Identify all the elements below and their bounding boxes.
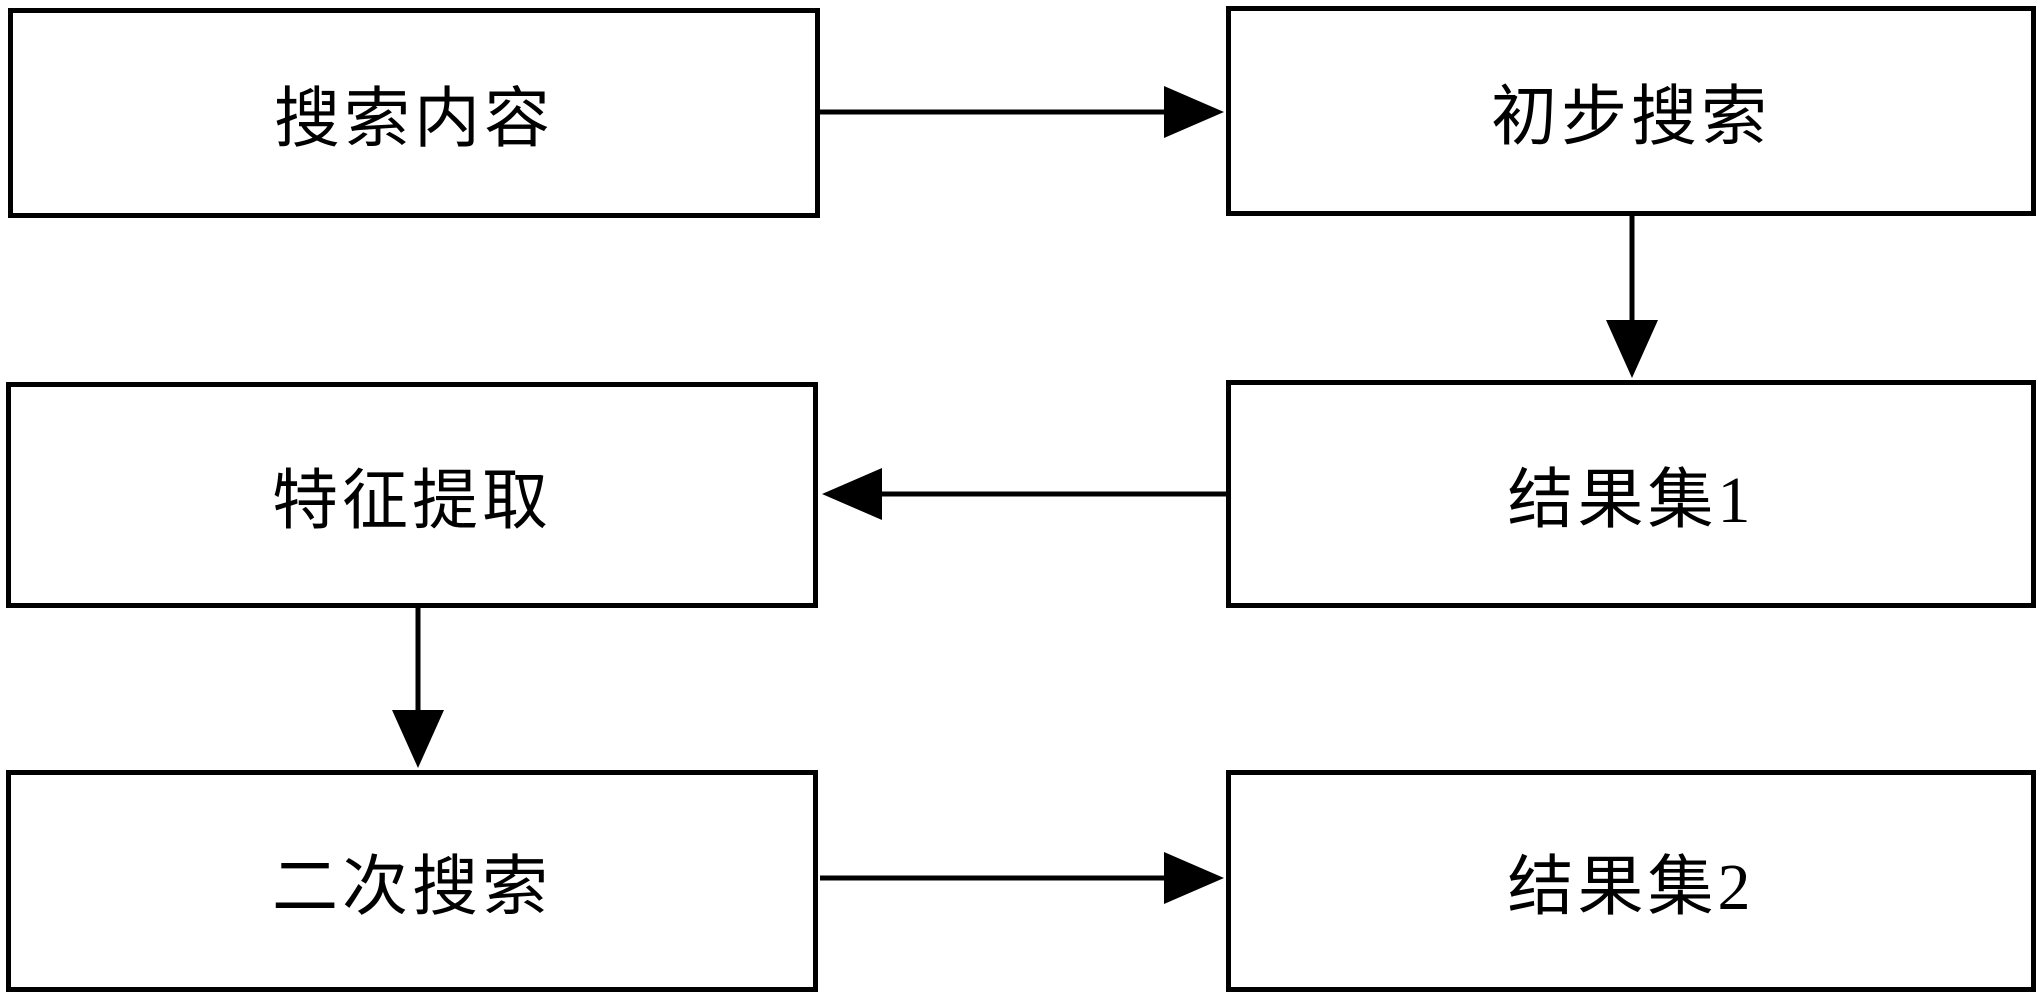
node-result-set-1-label: 结果集1 <box>1507 464 1755 537</box>
node-search-content-label: 搜索内容 <box>274 83 554 156</box>
node-preliminary-search-label: 初步搜索 <box>1491 81 1771 154</box>
arrow-preliminary-search-to-result-set-1 <box>1606 216 1658 378</box>
arrow-secondary-search-to-result-set-2 <box>820 852 1224 904</box>
node-result-set-2-label: 结果集2 <box>1507 851 1755 924</box>
node-secondary-search-label: 二次搜索 <box>272 851 552 924</box>
node-secondary-search: 二次搜索 <box>6 770 818 992</box>
arrow-feature-extraction-to-secondary-search <box>392 608 444 768</box>
node-result-set-1: 结果集1 <box>1226 380 2036 608</box>
arrow-result-set-1-to-feature-extraction <box>822 468 1226 520</box>
node-preliminary-search: 初步搜索 <box>1226 6 2036 216</box>
arrow-search-content-to-preliminary-search <box>820 86 1224 138</box>
node-feature-extraction-label: 特征提取 <box>272 465 552 538</box>
node-search-content: 搜索内容 <box>8 8 820 218</box>
node-feature-extraction: 特征提取 <box>6 382 818 608</box>
node-result-set-2: 结果集2 <box>1226 770 2036 992</box>
